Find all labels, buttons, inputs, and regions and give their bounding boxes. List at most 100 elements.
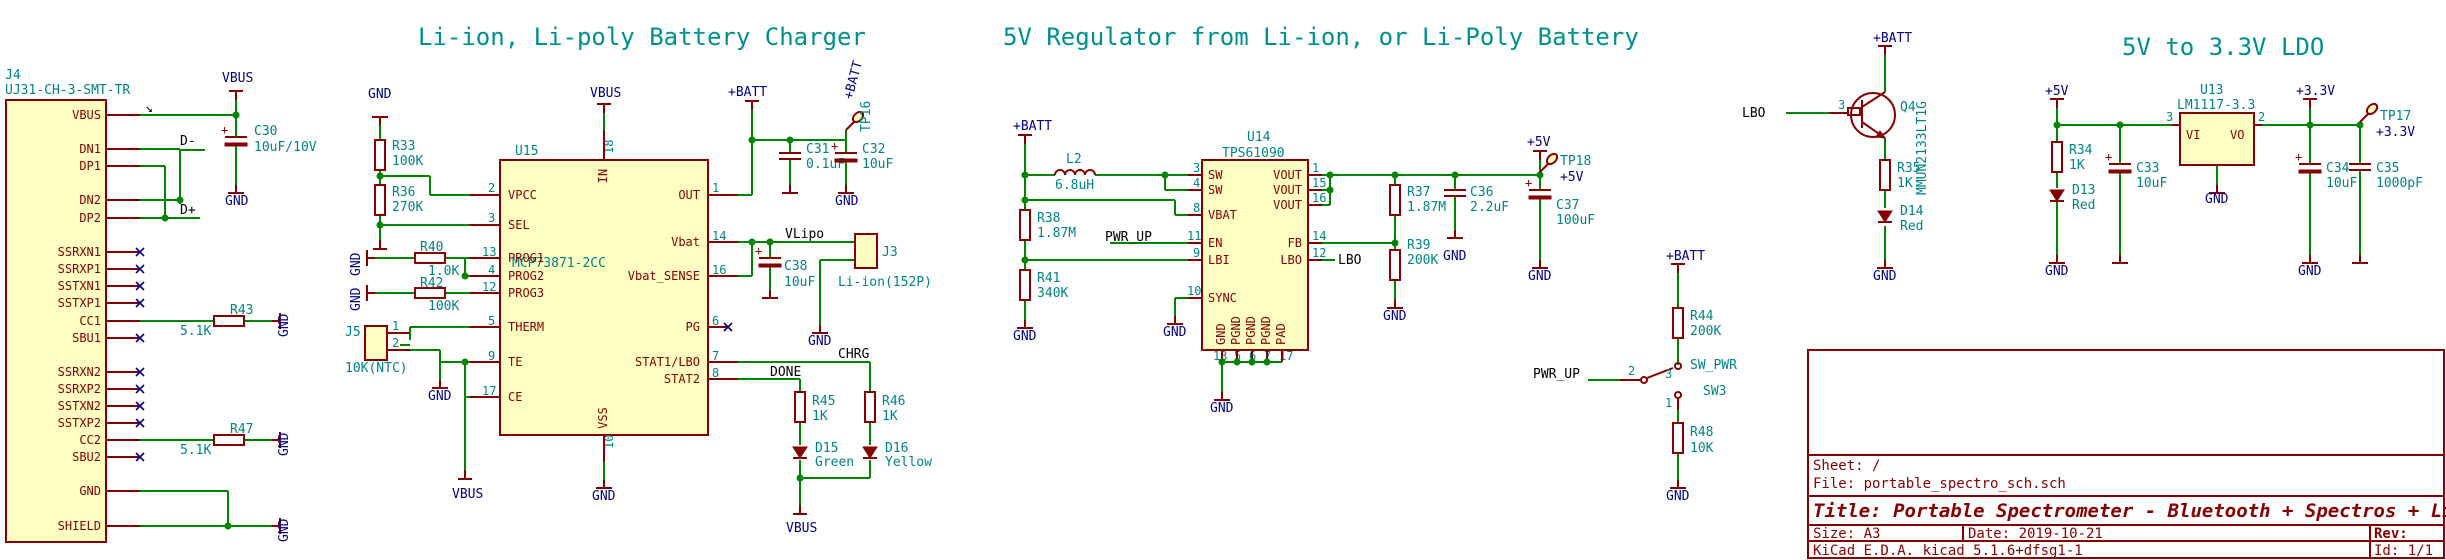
svg-text:DP1: DP1 (79, 159, 101, 173)
svg-text:EN: EN (1208, 236, 1222, 250)
svg-text:GND: GND (79, 484, 101, 498)
svg-text:340K: 340K (1037, 286, 1068, 301)
svg-text:L2: L2 (1066, 152, 1082, 167)
svg-text:R47: R47 (230, 422, 253, 437)
inductor-l2: L26.8uH (1054, 152, 1096, 193)
svg-text:9: 9 (488, 349, 495, 363)
svg-text:U14: U14 (1247, 130, 1271, 145)
svg-text:4: 4 (488, 263, 495, 277)
vbus-symbol-j4: VBUS (222, 71, 253, 101)
svg-text:VPCC: VPCC (508, 188, 537, 202)
svg-text:10K(NTC): 10K(NTC) (345, 361, 408, 376)
svg-text:C34: C34 (2326, 161, 2350, 176)
svg-text:GND: GND (2045, 264, 2069, 279)
svg-text:SW: SW (1208, 168, 1223, 182)
svg-text:R40: R40 (420, 240, 443, 255)
batt-symbol-reg: +BATT (1013, 119, 1052, 145)
resistor-r43: R43 5.1K GND (180, 303, 292, 339)
section-title-charger: Li-ion, Li-poly Battery Charger (418, 23, 866, 51)
vbus-symbol-r36 (372, 239, 388, 250)
svg-text:1.87M: 1.87M (1037, 226, 1076, 241)
section-title-ldo: 5V to 3.3V LDO (2122, 33, 2324, 61)
svg-text:270K: 270K (392, 200, 423, 215)
svg-text:10uF: 10uF (784, 275, 815, 290)
svg-text:SSRXN1: SSRXN1 (58, 245, 101, 259)
svg-text:TP17: TP17 (2380, 109, 2411, 124)
svg-text:C30: C30 (254, 124, 277, 139)
svg-text:200K: 200K (1407, 253, 1438, 268)
vbus-symbol-in: VBUS (590, 86, 621, 114)
svg-text:5.1K: 5.1K (180, 443, 211, 458)
svg-text:+BATT: +BATT (841, 59, 866, 101)
svg-text:GND: GND (1163, 325, 1187, 340)
svg-text:C32: C32 (862, 142, 885, 157)
rev-label: Rev: (2374, 526, 2408, 542)
svg-text:GND: GND (368, 87, 392, 102)
svg-text:SYNC: SYNC (1208, 291, 1237, 305)
svg-text:R45: R45 (812, 394, 835, 409)
svg-text:+5V: +5V (2045, 84, 2069, 99)
svg-text:GND: GND (428, 389, 452, 404)
svg-text:GND: GND (2205, 192, 2229, 207)
svg-text:DN2: DN2 (79, 193, 101, 207)
net-label-dminus: D- (180, 134, 196, 149)
resistor-r40: R40 1.0K GND (349, 240, 459, 279)
svg-text:1: 1 (712, 181, 719, 195)
svg-text:3: 3 (1838, 98, 1845, 112)
sheet-label: Sheet: / (1813, 458, 1880, 474)
resistor-r47: R47 5.1K GND (180, 422, 292, 458)
v5-symbol-reg: +5V (1527, 135, 1551, 161)
svg-text:STAT2: STAT2 (664, 372, 700, 386)
svg-text:7: 7 (712, 349, 719, 363)
svg-text:SSTXP1: SSTXP1 (58, 296, 101, 310)
svg-text:2: 2 (2258, 110, 2265, 124)
svg-text:+3.3V: +3.3V (2296, 84, 2335, 99)
svg-text:VOUT: VOUT (1273, 198, 1302, 212)
svg-text:J5: J5 (345, 325, 361, 340)
svg-text:VI: VI (2186, 128, 2200, 142)
svg-text:C37: C37 (1556, 198, 1579, 213)
svg-text:SSTXN1: SSTXN1 (58, 279, 101, 293)
svg-text:Vbat_SENSE: Vbat_SENSE (628, 269, 700, 283)
svg-text:100uF: 100uF (1556, 213, 1595, 228)
svg-text:+BATT: +BATT (1013, 119, 1052, 134)
svg-text:R46: R46 (882, 394, 905, 409)
vbus-symbol-ce: VBUS (452, 469, 483, 502)
svg-text:D14: D14 (1900, 204, 1924, 219)
svg-text:Green: Green (815, 455, 854, 470)
svg-text:5.1K: 5.1K (180, 324, 211, 339)
svg-text:J4: J4 (5, 68, 21, 83)
svg-text:↘: ↘ (145, 101, 153, 116)
net-label-vlipo: VLipo (785, 227, 824, 242)
svg-text:OUT: OUT (678, 188, 700, 202)
connector-j5: J5 12 10K(NTC) (345, 319, 410, 376)
svg-text:D13: D13 (2072, 183, 2095, 198)
svg-text:R48: R48 (1690, 425, 1713, 440)
svg-text:IN: IN (596, 169, 610, 183)
svg-text:13: 13 (482, 245, 496, 259)
svg-text:R33: R33 (392, 139, 415, 154)
vbus-symbol-leds: VBUS (786, 504, 817, 536)
net-label-lbo-q4: LBO (1742, 106, 1766, 121)
svg-text:R38: R38 (1037, 211, 1060, 226)
svg-text:R43: R43 (230, 303, 253, 318)
usb-c-connector-j4: J4 UJ31-CH-3-SMT-TR VBUS DN1 DP1 DN2 DP2… (5, 68, 140, 543)
svg-text:SHIELD: SHIELD (58, 519, 101, 533)
svg-text:100K: 100K (428, 299, 459, 314)
svg-text:+3.3V: +3.3V (2376, 125, 2415, 140)
svg-text:11: 11 (1187, 229, 1201, 243)
gnd-symbol-u14: GND (1210, 391, 1234, 416)
svg-text:6: 6 (712, 314, 719, 328)
svg-text:12: 12 (1312, 246, 1326, 260)
svg-text:PROG1: PROG1 (508, 251, 544, 265)
svg-text:D15: D15 (815, 441, 838, 456)
svg-text:Yellow: Yellow (885, 455, 932, 470)
svg-text:GND: GND (835, 194, 859, 209)
title-label: Title: Portable Spectrometer - Bluetooth… (1813, 500, 2446, 522)
svg-text:TP16: TP16 (859, 101, 874, 132)
svg-text:3: 3 (488, 211, 495, 225)
svg-text:PAD: PAD (1274, 323, 1288, 345)
